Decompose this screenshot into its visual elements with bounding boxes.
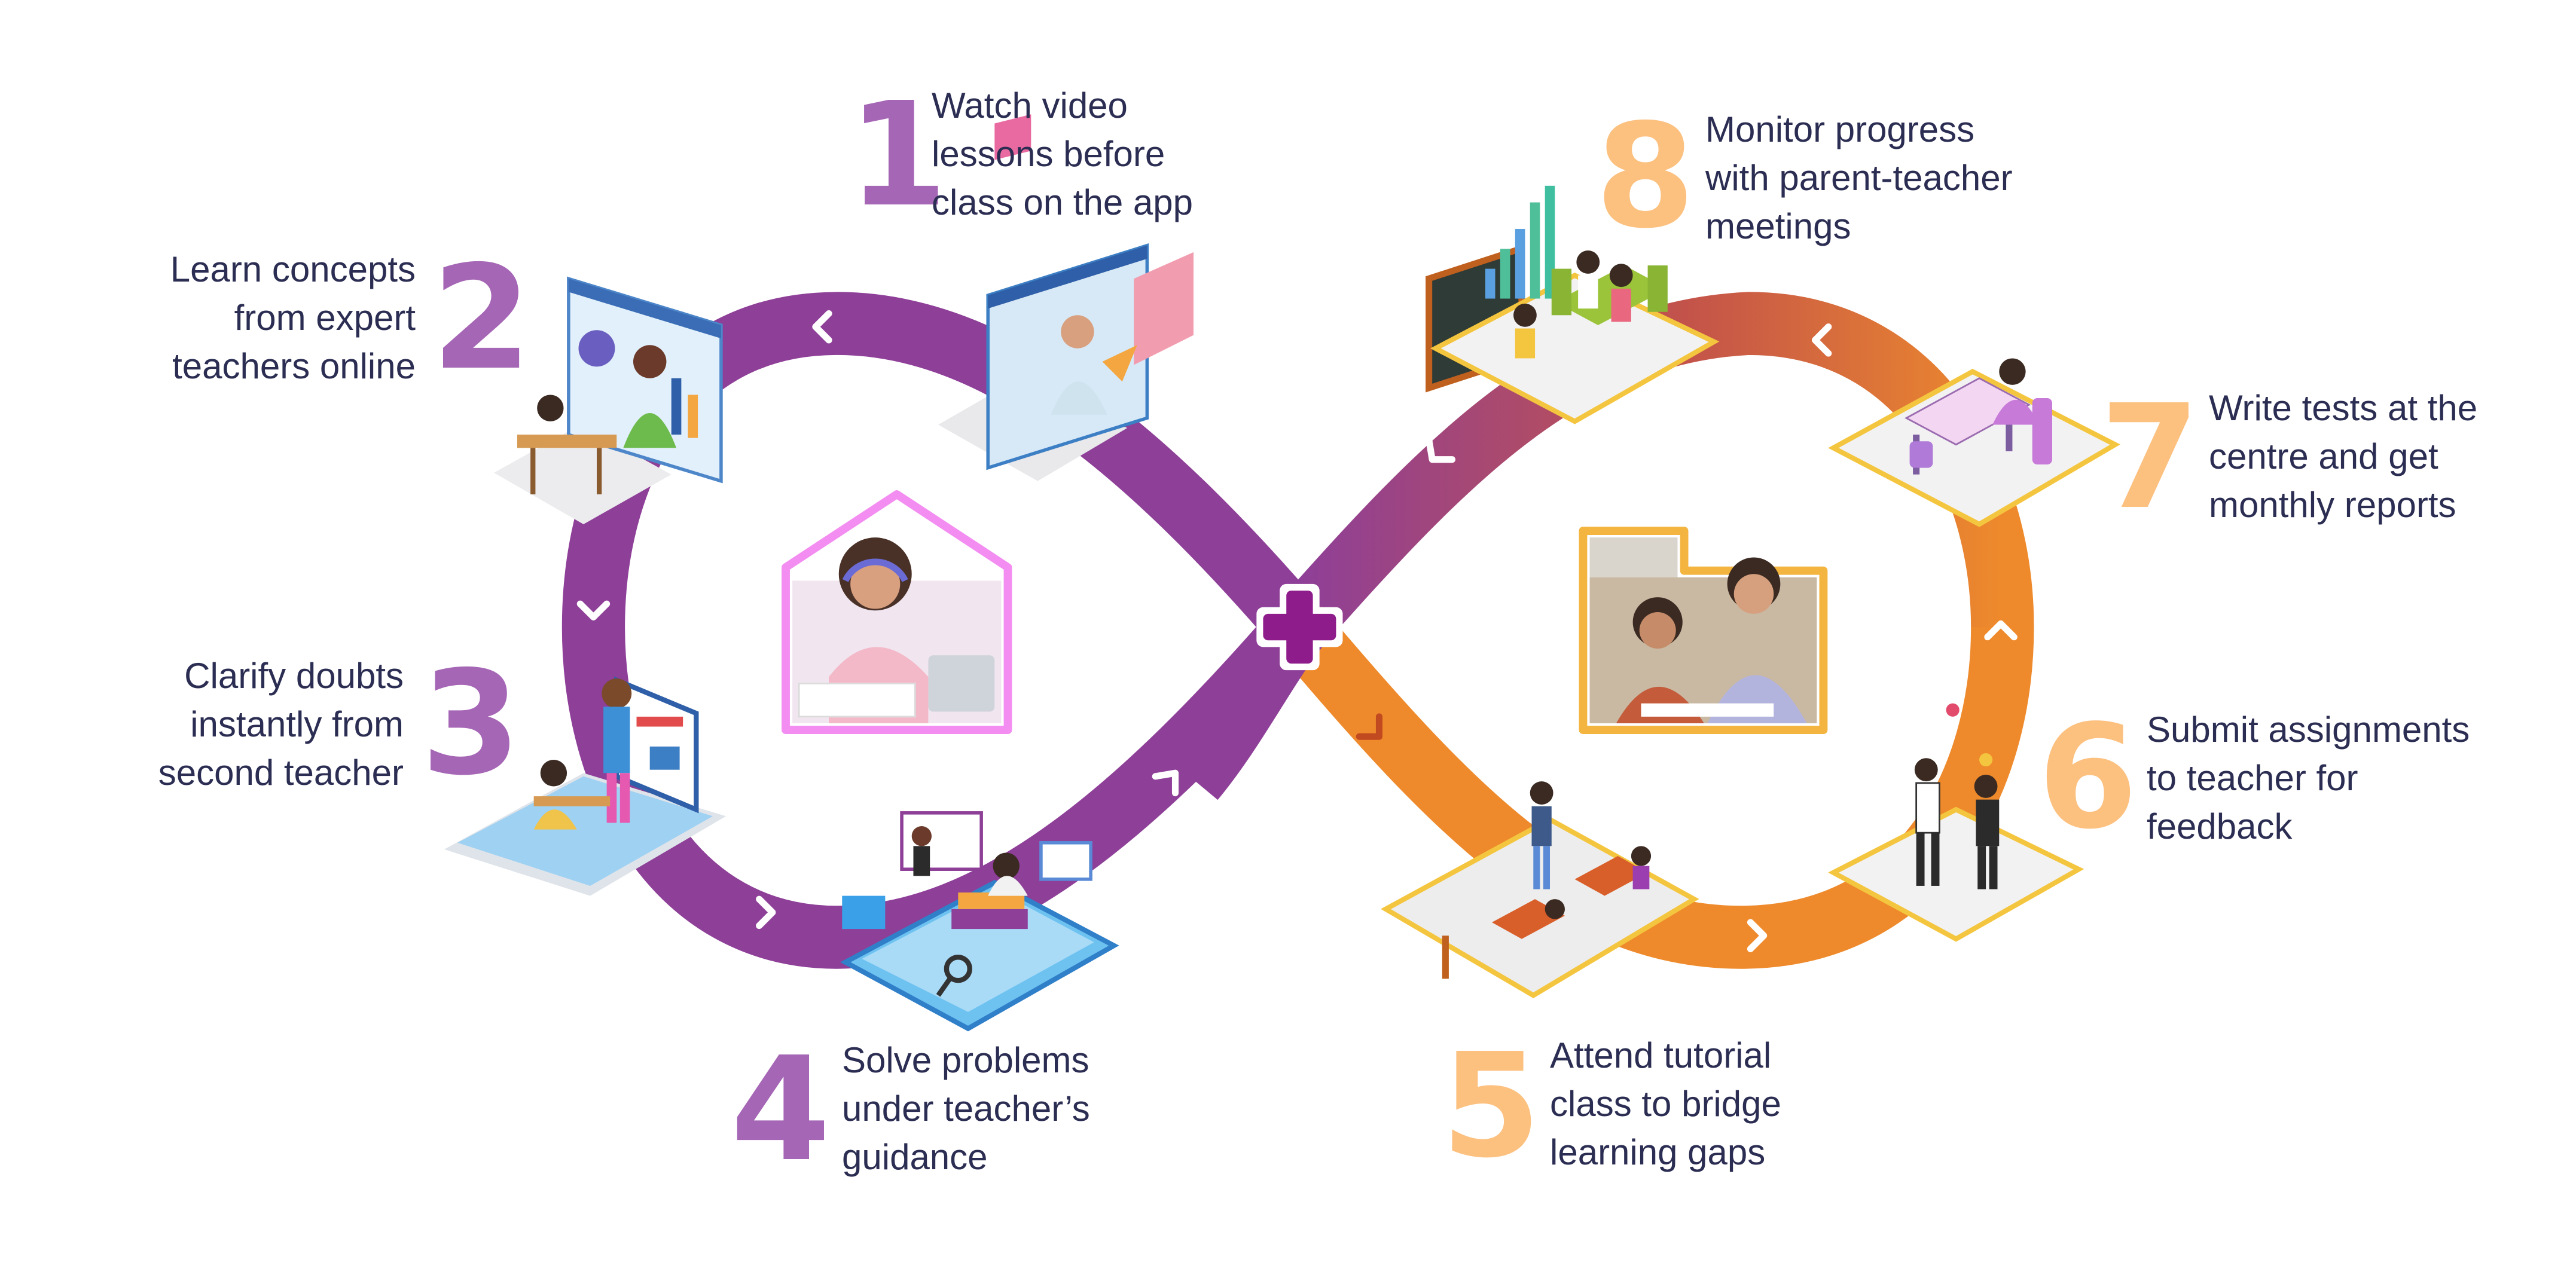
solve-problems-illustration (840, 811, 1119, 1032)
step-2-label: Learn concepts from expert teachers onli… (170, 249, 416, 386)
chevron-left-icon (1812, 323, 1832, 357)
step-1-label: Watch video lessons before class on the … (932, 85, 1193, 222)
chevron-up-right-icon (1152, 769, 1179, 797)
student-with-teacher-photo (1579, 527, 1828, 735)
step-7-number: 7 (2100, 374, 2200, 541)
step-6-number: 6 (2038, 693, 2138, 861)
chevron-down-right-icon (1356, 713, 1383, 740)
tests-at-centre-illustration (1828, 358, 2120, 527)
chevron-right-icon (1747, 919, 1768, 952)
step-5-label: Attend tutorial class to bridge learning… (1550, 1035, 1781, 1172)
plus-icon (1256, 583, 1343, 671)
step-7-label: Write tests at the centre and get monthl… (2209, 388, 2478, 525)
step-3-label: Clarify doubts instantly from second tea… (158, 656, 404, 793)
video-lesson-illustration (938, 114, 1194, 481)
step-1-number: 1 (848, 71, 948, 239)
step-6-label: Submit assignments to teacher for feedba… (2147, 710, 2470, 846)
step-8-label: Monitor progress with parent-teacher mee… (1705, 109, 2013, 246)
clarify-doubts-illustration (444, 676, 727, 896)
step-8-number: 8 (1595, 93, 1695, 260)
step-4-number: 4 (731, 1026, 831, 1193)
parent-teacher-meeting-illustration (1430, 185, 1720, 424)
step-3-number: 3 (421, 640, 521, 807)
chevron-right-icon (756, 895, 776, 930)
student-at-home-photo (782, 490, 1012, 735)
chevron-up-icon (1984, 620, 2018, 641)
online-teacher-illustration (494, 276, 723, 524)
chevron-down-icon (576, 600, 611, 620)
step-5-number: 5 (1441, 1022, 1541, 1190)
chevron-down-left-icon (1426, 436, 1455, 463)
direction-arrows (576, 310, 2018, 952)
step-4-label: Solve problems under teacher’s guidance (842, 1040, 1090, 1177)
step-2-number: 2 (432, 234, 532, 402)
offline-loop-lower (1274, 606, 2034, 969)
chevron-left-icon (812, 310, 832, 344)
